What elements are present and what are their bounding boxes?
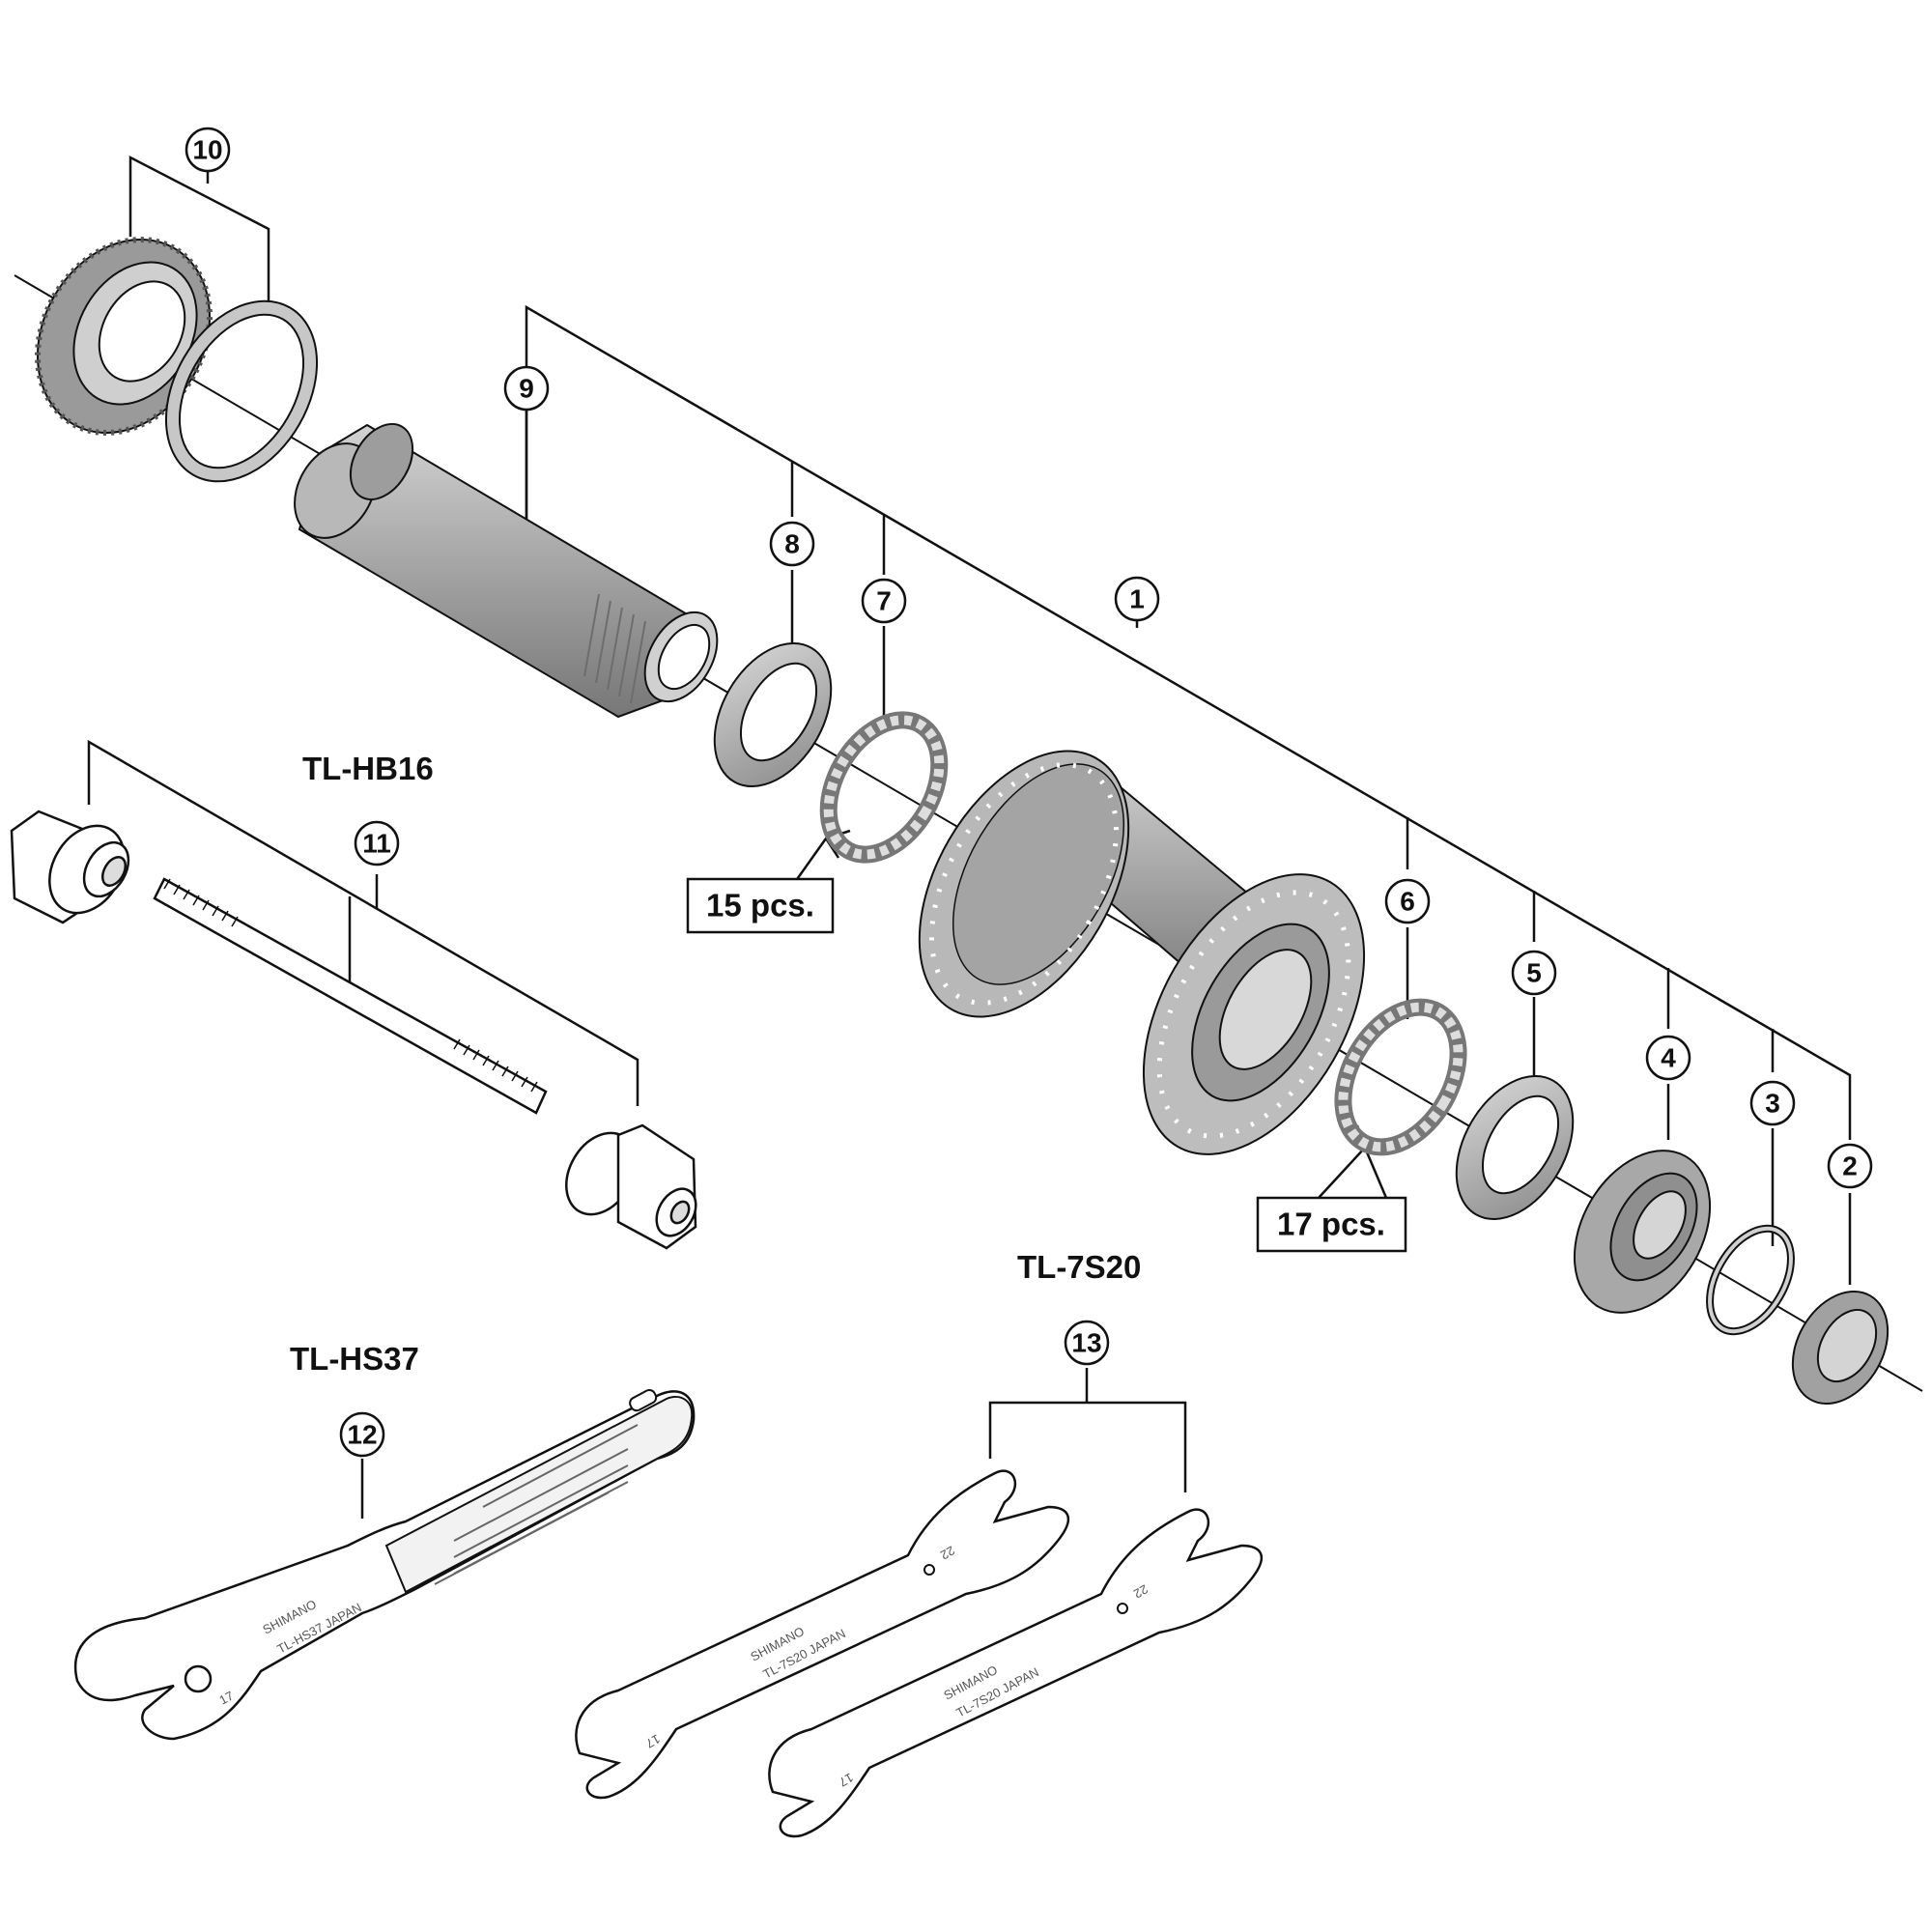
- ball-count-box-right: 17 pcs.: [1256, 1196, 1407, 1253]
- leader-lines: [87, 155, 1852, 1519]
- spacer-ring-part: [164, 299, 319, 483]
- lock-nut-part: [1791, 1290, 1889, 1406]
- callout-1-label: 1: [1129, 584, 1145, 614]
- callout-7: 7: [861, 578, 907, 624]
- s20-size-small-1: 17: [643, 1731, 663, 1750]
- s20-size-small-2: 17: [837, 1770, 856, 1789]
- callout-5: 5: [1511, 950, 1557, 996]
- callout-11: 11: [354, 820, 400, 867]
- seal-ring-part: [1455, 1075, 1575, 1220]
- tool-label-7s20: TL-7S20: [1017, 1249, 1141, 1285]
- o-ring-part: [1706, 1224, 1795, 1336]
- tl-hs37-wrench: [73, 1388, 696, 1741]
- ball-count-left: 15 pcs.: [706, 888, 814, 923]
- callout-6: 6: [1384, 878, 1431, 924]
- s20-size-large-2: 22: [1131, 1581, 1151, 1601]
- callout-2-label: 2: [1842, 1151, 1858, 1181]
- callout-11-label: 11: [362, 829, 391, 859]
- tl-7s20-wrench-1: [575, 1469, 1069, 1800]
- dust-seal-part: [713, 642, 833, 787]
- tl-hb16-tool: [10, 810, 697, 1250]
- callout-10: 10: [185, 127, 231, 173]
- axle-part: [294, 423, 719, 719]
- cone-part: [1573, 1150, 1712, 1314]
- callout-3: 3: [1749, 1080, 1796, 1126]
- callout-12: 12: [339, 1411, 385, 1458]
- ball-count-right: 17 pcs.: [1277, 1207, 1385, 1242]
- ball-count-box-left: 15 pcs.: [686, 877, 835, 934]
- callout-4: 4: [1645, 1035, 1691, 1081]
- tool-label-hs37: TL-HS37: [290, 1341, 419, 1377]
- callout-5-label: 5: [1526, 958, 1542, 988]
- tool-label-hb16: TL-HB16: [302, 751, 434, 786]
- callout-13-label: 13: [1071, 1328, 1101, 1358]
- callout-9-label: 9: [519, 374, 534, 404]
- lockring-part: [34, 237, 213, 436]
- callout-7-label: 7: [876, 586, 892, 616]
- hs37-size-etch: 17: [216, 1689, 236, 1708]
- callout-1: 1: [1114, 576, 1160, 622]
- callout-12-label: 12: [347, 1420, 377, 1450]
- callout-10-label: 10: [192, 135, 222, 165]
- callout-4-label: 4: [1661, 1043, 1676, 1073]
- callout-8: 8: [769, 521, 815, 567]
- callout-6-label: 6: [1400, 887, 1415, 917]
- s20-size-large-1: 22: [938, 1543, 957, 1562]
- callout-13: 13: [1064, 1320, 1110, 1366]
- hub-body-part: [918, 750, 1366, 1155]
- callout-8-label: 8: [784, 529, 800, 559]
- callout-2: 2: [1827, 1143, 1873, 1189]
- callout-9: 9: [503, 365, 550, 412]
- ball-retainer-right: [1334, 998, 1467, 1156]
- tl-7s20-wrench-2: [768, 1508, 1263, 1838]
- ball-retainer-left: [819, 711, 949, 864]
- callout-3-label: 3: [1765, 1089, 1780, 1119]
